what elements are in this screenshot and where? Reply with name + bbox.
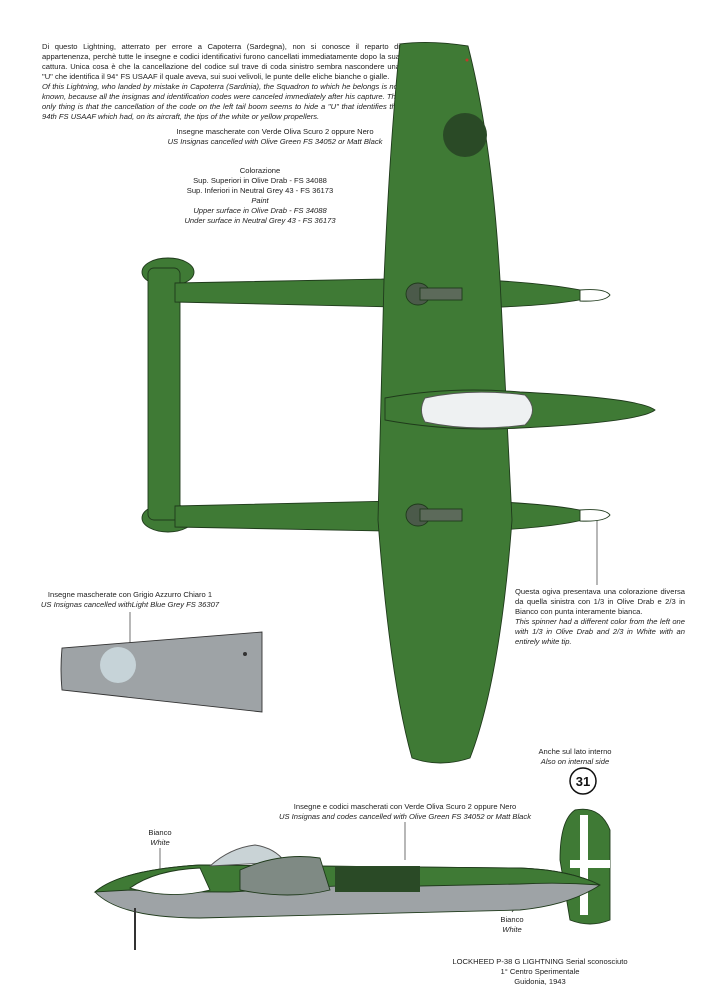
wingtip-light: [465, 58, 469, 62]
caption-line-3: Guidonia, 1943: [514, 977, 566, 986]
bianco-right-label: Bianco White: [482, 915, 542, 935]
engine-nacelle-side: [239, 856, 331, 896]
bianco-left-italian: Bianco: [148, 828, 172, 837]
colors-it-title: Colorazione: [239, 166, 281, 175]
spinner-english: This spinner had a different color from …: [515, 617, 685, 646]
canopy-top: [421, 391, 533, 429]
insignia-left-italian: Insegne mascherate con Grigio Azzurro Ch…: [47, 590, 213, 599]
colors-en-lower: Under surface in Neutral Grey 43 - FS 36…: [184, 216, 336, 225]
intro-text-block: Di questo Lightning, atterrato per error…: [42, 42, 400, 122]
spinner-italian: Questa ogiva presentava una colorazione …: [515, 587, 685, 616]
insignia-side-italian: Insegne e codici mascherati con Verde Ol…: [293, 802, 517, 811]
cancelled-insignia-wing: [100, 647, 136, 683]
caption-block: LOCKHEED P-38 G LIGHTNING Serial sconosc…: [440, 957, 640, 987]
top-view-aircraft: [141, 41, 656, 764]
insignia-left-note: Insegne mascherate con Grigio Azzurro Ch…: [30, 590, 230, 610]
engine-upper-housing: [419, 287, 463, 301]
number-31-text: 31: [576, 774, 590, 789]
colors-en-title: Paint: [251, 196, 269, 205]
wing-detail-rivet: [243, 652, 247, 656]
insignia-top-english: US Insignas cancelled with Olive Green F…: [167, 137, 383, 146]
wing-detail-shape: [60, 631, 263, 713]
engine-lower-housing: [419, 508, 463, 522]
colors-it-upper: Sup. Superiori in Olive Drab - FS 34088: [193, 176, 327, 185]
intro-english: Of this Lightning, who landed by mistake…: [42, 82, 400, 121]
insignia-top-italian: Insegne mascherate con Verde Oliva Scuro…: [176, 127, 374, 136]
internal-italian: Anche sul lato interno: [538, 747, 612, 756]
insignia-top-note: Insegne mascherate con Verde Oliva Scuro…: [150, 127, 400, 147]
internal-side-note: Anche sul lato interno Also on internal …: [520, 747, 630, 767]
colors-it-lower: Sup. Inferiori in Neutral Grey 43 - FS 3…: [186, 186, 334, 195]
bianco-left-label: Bianco White: [130, 828, 190, 848]
horizontal-stabilizer: [147, 267, 181, 521]
insignia-left-english: US Insignas cancelled withLight Blue Gre…: [40, 600, 220, 609]
cancelled-insignia-top: [443, 113, 487, 157]
caption-line-2: 1° Centro Sperimentale: [500, 967, 580, 976]
bianco-left-english: White: [150, 838, 170, 847]
spinner-upper: [579, 289, 611, 302]
tail-white-band-horizontal: [570, 860, 610, 868]
insignia-side-note: Insegne e codici mascherati con Verde Ol…: [250, 802, 560, 822]
bianco-right-english: White: [502, 925, 522, 934]
spinner-note: Questa ogiva presentava una colorazione …: [515, 587, 685, 647]
colors-en-upper: Upper surface in Olive Drab - FS 34088: [193, 206, 327, 215]
intro-italian: Di questo Lightning, atterrato per error…: [42, 42, 400, 81]
insignia-side-english: US Insignas and codes cancelled with Oli…: [279, 812, 531, 821]
colors-note: Colorazione Sup. Superiori in Olive Drab…: [160, 166, 360, 226]
wing-detail-view: [60, 631, 263, 713]
number-31-roundel: [569, 767, 597, 795]
nose-white-area: [128, 867, 211, 895]
internal-english: Also on internal side: [540, 757, 610, 766]
bianco-right-italian: Bianco: [500, 915, 524, 924]
spinner-lower: [579, 509, 611, 522]
cancelled-codes-side: [335, 866, 420, 892]
caption-line-1: LOCKHEED P-38 G LIGHTNING Serial sconosc…: [452, 957, 628, 966]
side-view-aircraft: [93, 808, 611, 950]
